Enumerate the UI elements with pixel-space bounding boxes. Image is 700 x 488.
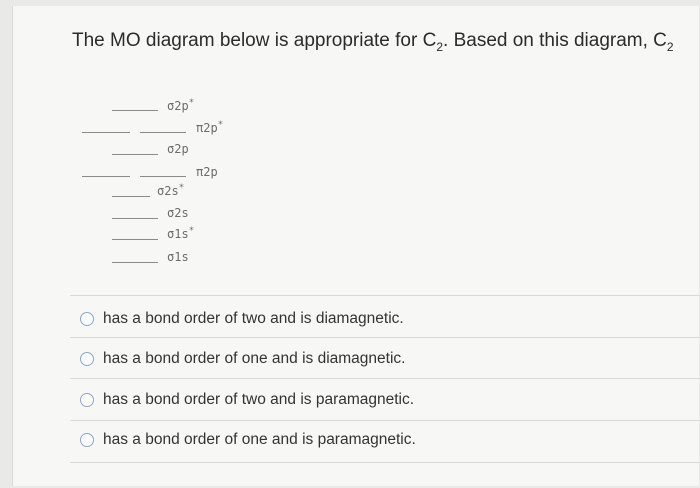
question-card — [12, 6, 699, 486]
answer-divider — [70, 295, 700, 296]
answer-label: has a bond order of two and is paramagne… — [103, 391, 415, 408]
radio-button[interactable] — [80, 433, 94, 447]
answer-option-4[interactable]: has a bond order of one and is paramagne… — [80, 431, 416, 449]
radio-button[interactable] — [80, 352, 94, 366]
mo-level-line — [140, 176, 186, 177]
answer-label: has a bond order of one and is diamagnet… — [103, 350, 406, 367]
answer-divider — [70, 420, 700, 421]
answer-label: has a bond order of one and is paramagne… — [103, 431, 416, 448]
radio-button[interactable] — [80, 393, 94, 407]
question-text: The MO diagram below is appropriate for … — [72, 30, 674, 54]
mo-level-line — [112, 218, 158, 219]
answer-label: has a bond order of two and is diamagnet… — [103, 310, 404, 327]
answer-option-3[interactable]: has a bond order of two and is paramagne… — [80, 391, 414, 409]
radio-button[interactable] — [80, 312, 94, 326]
mo-level-line — [140, 132, 186, 133]
mo-level-line — [112, 110, 158, 111]
mo-level-label: π2p* — [196, 120, 224, 135]
mo-level-label: σ2s* — [157, 183, 185, 198]
mo-level-label: π2p — [196, 165, 218, 179]
mo-level-line — [82, 176, 130, 177]
mo-level-line — [112, 196, 150, 197]
answer-divider — [70, 378, 700, 379]
mo-level-line — [82, 132, 130, 133]
mo-level-line — [112, 239, 158, 240]
mo-level-label: σ2p* — [167, 98, 195, 113]
answer-divider — [70, 462, 700, 463]
mo-level-label: σ1s* — [167, 226, 195, 241]
mo-level-label: σ1s — [167, 250, 189, 264]
mo-level-label: σ2s — [167, 206, 189, 220]
answer-option-1[interactable]: has a bond order of two and is diamagnet… — [80, 310, 404, 328]
mo-level-line — [112, 262, 158, 263]
answer-option-2[interactable]: has a bond order of one and is diamagnet… — [80, 350, 405, 368]
mo-level-line — [112, 154, 158, 155]
answer-divider — [70, 337, 700, 338]
mo-level-label: σ2p — [167, 142, 189, 156]
